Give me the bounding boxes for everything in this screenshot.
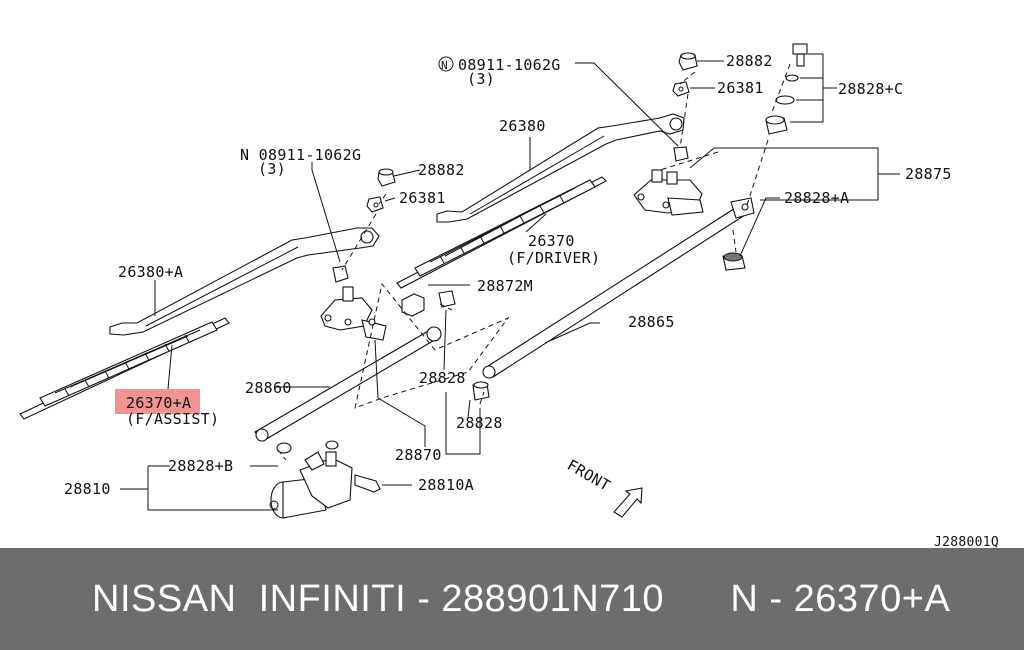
cap-28882-mid [377,168,396,187]
bolt-28828c [765,43,808,135]
label-28875: 28875 [905,165,952,183]
label-28828b: 28828+B [168,457,233,475]
wiper-motor [269,440,381,519]
label-28882-top: 28882 [726,52,773,70]
clip-28872m [401,290,456,317]
assist-pivot [320,286,387,341]
label-front: FRONT [564,456,613,495]
bushing-28828-lower [472,381,490,401]
label-26370a: 26370+A [126,394,191,412]
driver-pivot [633,169,704,216]
label-26381-mid: 26381 [399,189,446,207]
label-08911-1062g-mid: N 08911-1062G [240,146,361,164]
leader-lines [120,53,900,511]
nut-26381-mid [366,196,384,213]
label-f-assist: (F/ASSIST) [126,410,219,428]
n-mark: N [441,59,448,72]
link-rod-28865 [482,197,755,379]
label-28872m: 28872M [477,277,533,295]
label-28882-mid: 28882 [418,161,465,179]
selected-part-highlight [115,389,200,414]
label-28860: 28860 [245,379,292,397]
label-26380a: 26380+A [118,263,183,281]
label-28810a: 28810A [418,476,474,494]
label-28828-upper: 28828 [419,369,466,387]
label-26381-top: 26381 [717,79,764,97]
link-rod-28860 [254,326,442,442]
label-28828-lower: 28828 [456,414,503,432]
nut-08911-mid [332,265,349,283]
caption-bar: NISSAN INFINITI - 288901N710 N - 26370+A [0,548,1024,650]
label-26370: 26370 [528,232,575,250]
nut-08911-top [673,146,689,162]
label-28870: 28870 [395,446,442,464]
parts-diagram: N 08911-1062G (3) 28882 26381 28828+C 26… [19,43,999,548]
assist-wiper-arm [109,227,380,336]
label-qty-3-top: (3) [467,70,495,88]
caption-text: NISSAN INFINITI - 288901N710 N - 26370+A [92,577,951,620]
front-arrow [613,487,643,518]
nut-26381-top [672,81,690,97]
label-28828c: 28828+C [838,80,903,98]
driver-wiper-blade [396,176,607,289]
cap-28882-top [678,52,698,71]
assist-wiper-blade [19,317,230,420]
label-f-driver: (F/DRIVER) [507,249,600,267]
grommet-28828a [722,252,746,271]
label-28865: 28865 [628,313,675,331]
label-08911-1062g-top: 08911-1062G [458,56,561,74]
label-28828a: 28828+A [784,189,849,207]
diagram-code: J288001Q [934,535,999,548]
n-mark-circle [438,56,454,72]
label-qty-3-mid: (3) [258,160,286,178]
label-26380: 26380 [499,117,546,135]
label-28810: 28810 [64,480,111,498]
